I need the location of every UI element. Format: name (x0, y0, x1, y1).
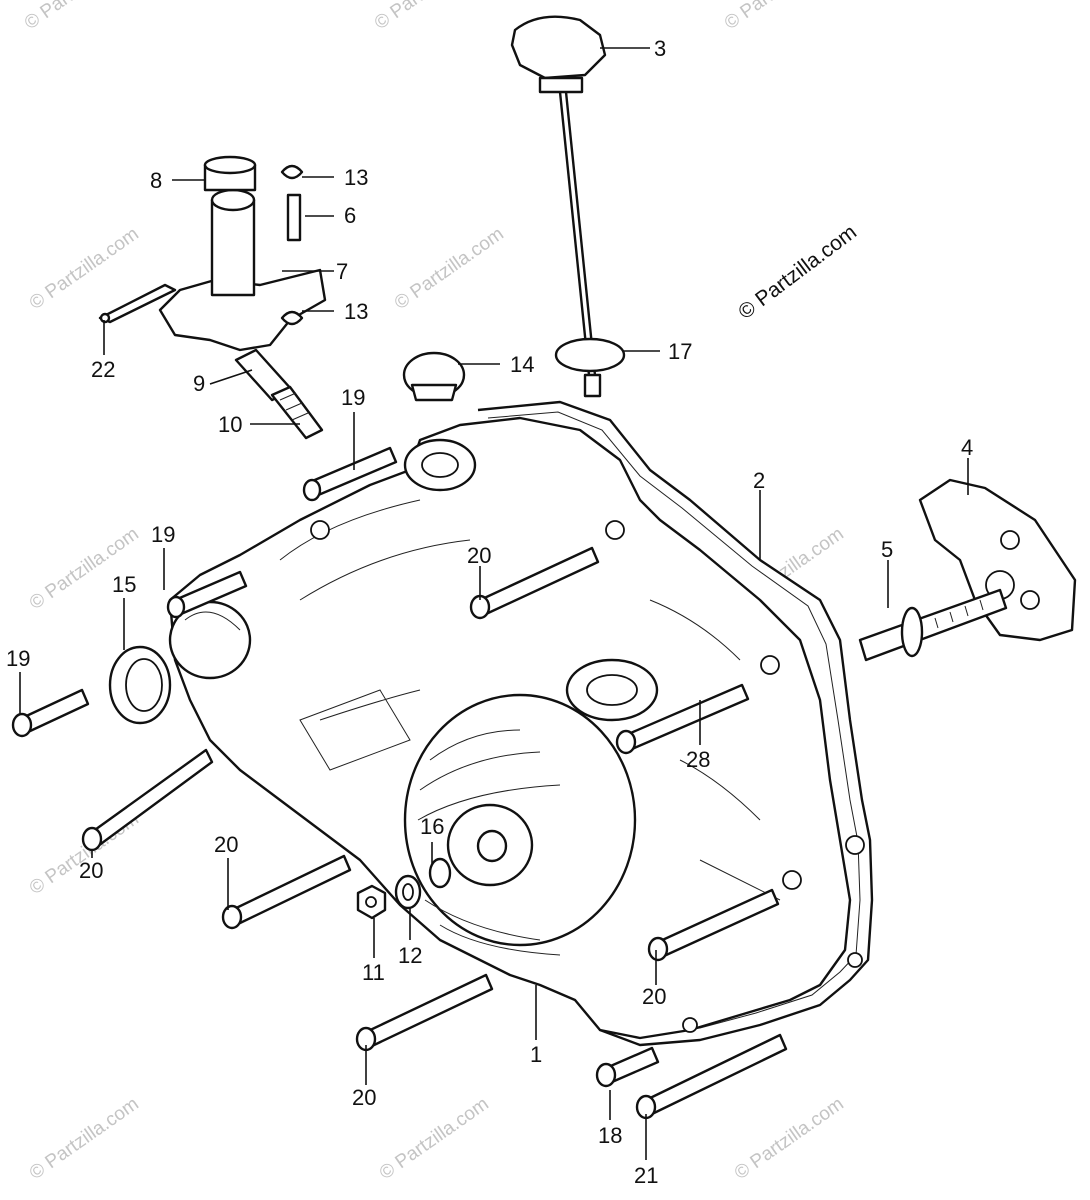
washer-hole (402, 883, 414, 901)
watermark: © Partzilla.com (26, 223, 143, 314)
cover-boss-top-hole (421, 452, 459, 478)
watermark: © Partzilla.com (731, 1093, 848, 1184)
small-o-ring (428, 857, 452, 889)
mount-hole (845, 835, 865, 855)
callouts: 3 2 4 5 6 7 8 9 10 11 12 13 13 14 15 16 … (6, 36, 973, 1188)
callout-8: 8 (150, 168, 162, 193)
callout-19: 19 (151, 522, 175, 547)
mount-hole (847, 952, 863, 968)
callout-5: 5 (881, 537, 893, 562)
callout-20: 20 (352, 1085, 376, 1110)
washer-seal-top (203, 155, 257, 175)
callout-12: 12 (398, 943, 422, 968)
mount-hole (782, 870, 802, 890)
adjuster-screw (858, 588, 1008, 662)
callout-4: 4 (961, 435, 973, 460)
callout-17: 17 (668, 339, 692, 364)
callout-1: 1 (530, 1042, 542, 1067)
cap-plug (402, 351, 466, 402)
watermark: © Partzilla.com (391, 223, 508, 314)
callout-7: 7 (336, 259, 348, 284)
cover-ribs (279, 499, 781, 901)
cap-neck (538, 76, 584, 94)
gasket-inner-edge (487, 411, 861, 1033)
dipstick-edge (564, 91, 598, 386)
callout-11: 11 (362, 960, 385, 985)
oil-filler-cap (510, 15, 607, 398)
shaft-top (210, 188, 256, 212)
cotter-pin-head (99, 312, 111, 324)
callout-13: 13 (344, 299, 368, 324)
watermark: © Partzilla.com (376, 1093, 493, 1184)
callout-20: 20 (642, 984, 666, 1009)
callout-21: 21 (634, 1163, 658, 1188)
callout-16: 16 (420, 814, 444, 839)
watermark: © Partzilla.com (371, 0, 488, 34)
watermark: © Partzilla.com (26, 1093, 143, 1184)
callout-3: 3 (654, 36, 666, 61)
cover-boss-shade (184, 611, 241, 631)
callout-15: 15 (112, 572, 136, 597)
plate (158, 268, 327, 352)
callout-10: 10 (218, 412, 242, 437)
callout-9: 9 (193, 371, 205, 396)
adjuster-assembly (98, 155, 327, 440)
dipstick-tip (583, 373, 602, 398)
callout-13: 13 (344, 165, 368, 190)
oil-seal (108, 645, 172, 725)
callout-20: 20 (79, 858, 103, 883)
leader-lines (19, 47, 969, 1160)
cap-head (510, 15, 607, 80)
filler-hole (586, 674, 638, 706)
circlip-upper (280, 164, 304, 180)
circlip-lower (280, 310, 304, 326)
watermark: © Partzilla.com (21, 0, 138, 34)
screw-10-thread (279, 392, 309, 421)
watermark-main: © Partzilla.com (734, 220, 861, 324)
lever-hole (1020, 590, 1040, 610)
dome-hub-bore (476, 829, 508, 863)
shaft (210, 198, 256, 297)
callout-20: 20 (467, 543, 491, 568)
mount-hole (760, 655, 780, 675)
callout-14: 14 (510, 352, 534, 377)
pin (286, 193, 302, 242)
mount-hole (310, 520, 330, 540)
callout-20: 20 (214, 832, 238, 857)
mount-hole (682, 1017, 698, 1033)
lever-hole (1000, 530, 1020, 550)
o-ring (554, 337, 626, 373)
cover-rib-block (299, 689, 411, 771)
watermark: © Partzilla.com (26, 523, 143, 614)
screw-10 (270, 385, 324, 440)
mount-hole (605, 520, 625, 540)
dome-hatching (417, 729, 561, 956)
dipstick (558, 91, 592, 386)
callout-19: 19 (341, 385, 365, 410)
callout-2: 2 (753, 468, 765, 493)
callout-28: 28 (686, 747, 710, 772)
watermark: © Partzilla.com (721, 0, 838, 34)
bolts (11, 446, 788, 1120)
callout-18: 18 (598, 1123, 622, 1148)
callout-22: 22 (91, 357, 115, 382)
callout-19: 19 (6, 646, 30, 671)
callout-6: 6 (344, 203, 356, 228)
crankcase-cover (168, 416, 865, 1040)
nut-bore (365, 896, 377, 908)
